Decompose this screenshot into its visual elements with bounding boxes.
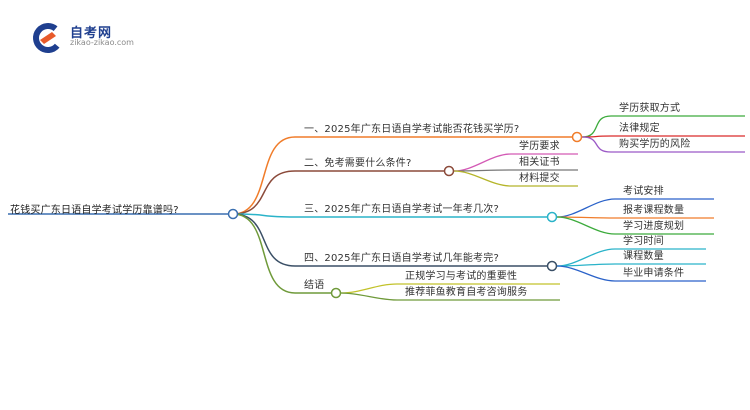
site-logo <box>30 20 170 56</box>
branch-connector-3 <box>232 213 296 218</box>
child-label-5-2: 推荐菲鱼教育自考咨询服务 <box>405 287 528 298</box>
branch-node-2[interactable] <box>443 165 455 177</box>
child-connector-1-3 <box>581 136 612 153</box>
child-label-1-2: 法律规定 <box>619 123 660 134</box>
child-label-3-3: 学习进度规划 <box>623 221 685 232</box>
branch-connector-1 <box>232 136 296 215</box>
branch-node-3[interactable] <box>546 211 558 223</box>
branch-label-3: 三、2025年广东日语自学考试一年考几次? <box>304 204 499 215</box>
logo-name: 自考网 <box>70 26 113 41</box>
child-label-1-1: 学历获取方式 <box>619 103 681 114</box>
child-connector-5-2 <box>340 292 398 301</box>
branch-label-1: 一、2025年广东日语自学考试能否花钱买学历? <box>304 124 520 135</box>
logo-mark-icon <box>33 23 63 53</box>
child-connector-2-1 <box>453 153 512 172</box>
child-label-3-2: 报考课程数量 <box>623 205 685 216</box>
branch-node-4[interactable] <box>546 260 558 272</box>
branch-label-5: 结语 <box>304 280 325 291</box>
branch-node-1[interactable] <box>571 131 583 143</box>
branch-label-4: 四、2025年广东日语自学考试几年能考完? <box>304 253 499 264</box>
branch-label-2: 二、免考需要什么条件? <box>304 158 412 169</box>
child-label-2-2: 相关证书 <box>519 157 560 168</box>
branch-node-5[interactable] <box>330 287 342 299</box>
child-label-4-1: 学习时间 <box>623 236 664 247</box>
child-connector-4-3 <box>556 265 616 282</box>
child-label-4-3: 毕业申请条件 <box>623 268 685 279</box>
branch-connector-4 <box>232 213 296 267</box>
child-connector-5-1 <box>340 283 398 294</box>
child-label-2-1: 学历要求 <box>519 141 560 152</box>
child-connector-1-1 <box>581 115 612 138</box>
child-connector-3-3 <box>556 216 616 235</box>
root-node-label: 花钱买广东日语自学考试学历靠谱吗? <box>10 205 179 216</box>
branch-connector-5 <box>232 213 296 294</box>
child-connector-2-3 <box>453 170 512 187</box>
child-label-3-1: 考试安排 <box>623 186 664 197</box>
child-connector-3-1 <box>556 198 616 218</box>
child-label-5-1: 正规学习与考试的重要性 <box>405 271 518 282</box>
branch-connector-2 <box>232 170 296 215</box>
child-connector-4-1 <box>556 248 616 267</box>
logo-domain: zikao-zikao.com <box>70 38 134 47</box>
child-label-4-2: 课程数量 <box>623 251 664 262</box>
child-label-1-3: 购买学历的风险 <box>619 139 691 150</box>
child-label-2-3: 材料提交 <box>519 173 560 184</box>
root-node[interactable] <box>227 208 239 220</box>
